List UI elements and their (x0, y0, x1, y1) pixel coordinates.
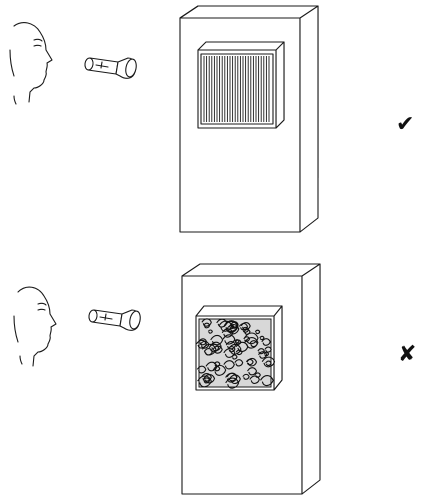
grime-mark (254, 372, 261, 378)
checkmark-icon: ✔ (396, 112, 415, 137)
grime-mark (223, 348, 236, 358)
grime-mark (243, 329, 251, 335)
grime-mark (202, 377, 211, 384)
grime-mark (207, 329, 213, 334)
grime-mark (247, 367, 258, 376)
grime-mark (197, 375, 212, 388)
grime-mark (228, 343, 242, 355)
grime-mark (200, 372, 212, 382)
grime-mark (234, 359, 244, 367)
flashlight-icon (84, 57, 137, 79)
grime-mark (260, 375, 274, 387)
grime-mark (196, 339, 207, 349)
grime-mark (199, 340, 210, 349)
grime-mark (205, 361, 218, 372)
face-profile-icon (13, 286, 57, 367)
grime-mark (210, 334, 224, 346)
flashlight-icon (88, 309, 141, 331)
grime-mark (225, 377, 240, 389)
clean-filter (197, 41, 285, 129)
grime-mark (263, 351, 270, 357)
grime-mark (245, 358, 254, 366)
grime-mark (229, 374, 241, 384)
grime-mark (259, 335, 265, 341)
grime-mark (196, 365, 207, 374)
grime-mark (249, 375, 260, 384)
clogged-filter (195, 305, 283, 391)
grime-mark (227, 346, 236, 353)
grime-mark (203, 322, 211, 329)
grime-mark (203, 373, 216, 384)
grime-mark (234, 339, 240, 344)
grime-mark (265, 360, 272, 367)
face-profile-icon (9, 22, 53, 105)
grime-mark (226, 323, 240, 335)
grime-mark (223, 320, 239, 332)
grime-mark (225, 372, 238, 383)
grime-mark (238, 322, 248, 331)
grime-mark (221, 328, 234, 338)
grime-mark (261, 338, 271, 346)
grime-mark (242, 373, 250, 380)
grime-mark (244, 337, 259, 349)
grime-mark (212, 345, 223, 354)
grime-mark (258, 351, 268, 359)
grime-mark (235, 349, 243, 356)
grime-mark (261, 356, 276, 368)
grime-mark (203, 347, 213, 356)
grime-mark (223, 360, 235, 370)
cross-icon: ✘ (398, 342, 417, 367)
grime-mark (254, 329, 261, 335)
grime-mark (201, 318, 212, 327)
